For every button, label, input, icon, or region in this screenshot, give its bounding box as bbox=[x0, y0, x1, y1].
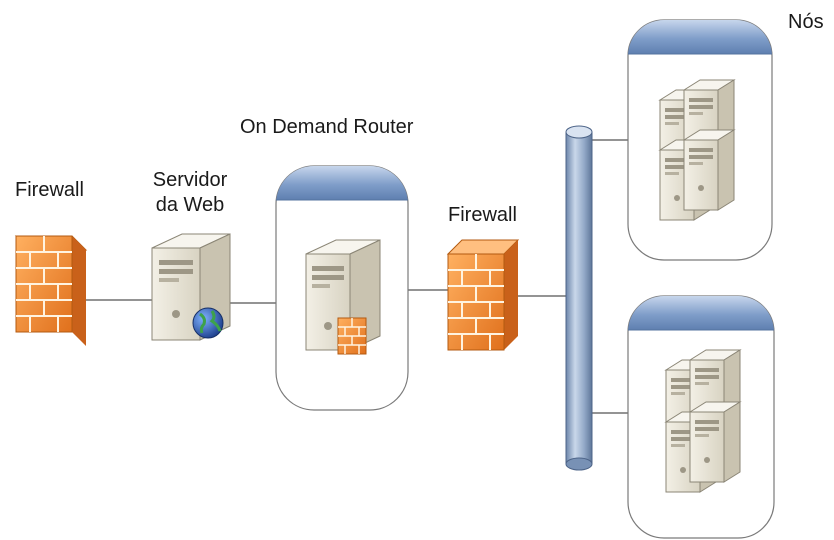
web-server-label-line2: da Web bbox=[155, 194, 225, 216]
server-cluster-a-icon bbox=[659, 79, 735, 221]
router-label: On Demand Router bbox=[240, 116, 414, 138]
router-server-icon bbox=[305, 239, 381, 351]
firewall-right-label: Firewall bbox=[448, 204, 517, 226]
firewall-left-icon bbox=[14, 235, 88, 346]
network-bus-icon bbox=[565, 125, 593, 471]
globe-icon bbox=[192, 307, 224, 339]
server-cluster-b-icon bbox=[665, 349, 741, 493]
router-firewall-icon bbox=[337, 317, 367, 355]
nodes-label: Nós bbox=[788, 11, 824, 33]
firewall-left-label: Firewall bbox=[15, 179, 84, 201]
firewall-right-icon bbox=[446, 239, 520, 351]
web-server-label-line1: Servidor bbox=[152, 169, 228, 191]
